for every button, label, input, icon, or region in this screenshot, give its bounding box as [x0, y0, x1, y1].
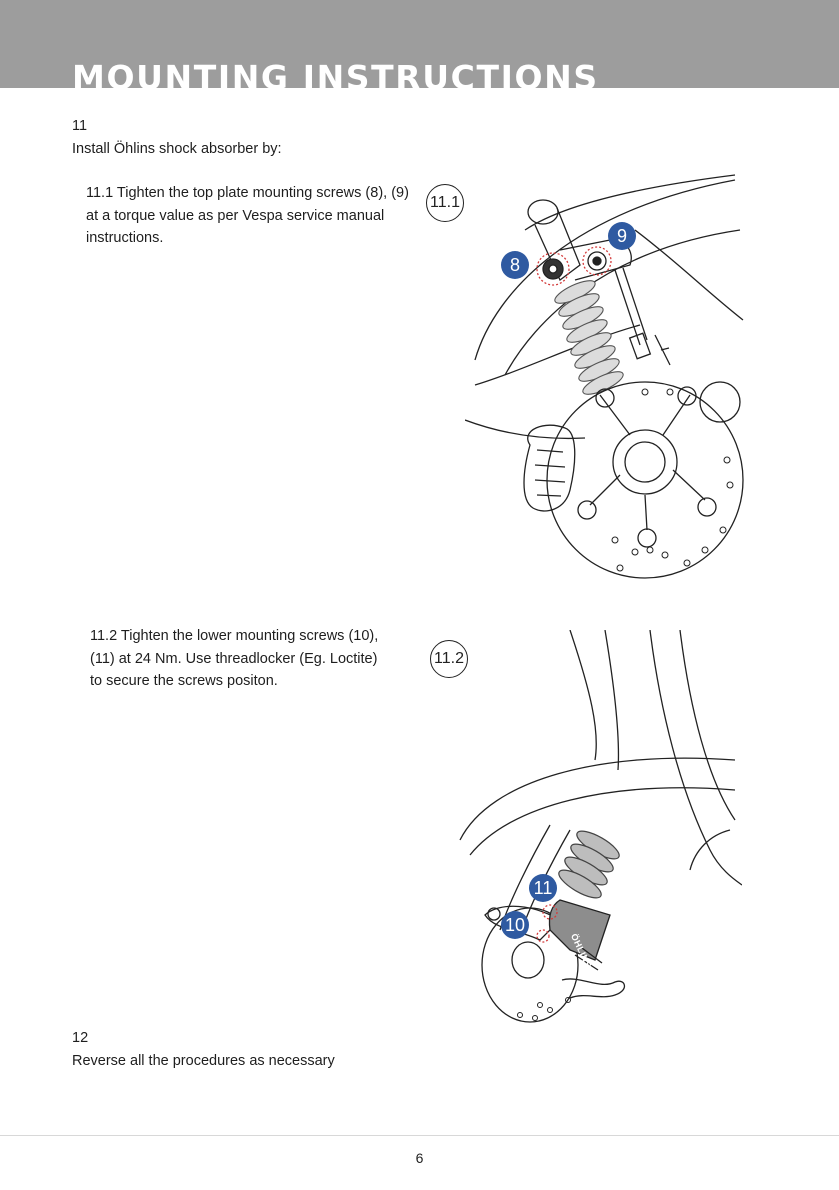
callout-11: 11 [529, 874, 557, 902]
step-number: 11 [72, 118, 88, 134]
step-11-text: 11 Install Öhlins shock absorber by: 11.… [72, 115, 412, 250]
footer-divider [0, 1135, 839, 1136]
lower-mount-illustration [459, 630, 742, 1023]
substep-text: 11.2 Tighten the lower mounting screws (… [90, 628, 379, 689]
step-badge-11-2: 11.2 [430, 640, 468, 678]
page-number: 6 [415, 1150, 424, 1166]
step-instruction: Reverse all the procedures as necessary [72, 1052, 335, 1069]
header-band: MOUNTING INSTRUCTIONS [0, 0, 839, 88]
step-12-text: 12 Reverse all the procedures as necessa… [72, 1027, 432, 1072]
upper-mount-illustration [465, 174, 744, 579]
substep-11-2-text: 11.2 Tighten the lower mounting screws (… [72, 625, 392, 693]
step-badge-11-1: 11.1 [426, 184, 464, 222]
callout-9: 9 [608, 222, 636, 250]
step-number: 12 [72, 1030, 89, 1046]
callout-8: 8 [501, 251, 529, 279]
callout-10: 10 [501, 911, 529, 939]
step-intro: Install Öhlins shock absorber by: [72, 140, 282, 157]
page-title: MOUNTING INSTRUCTIONS [72, 58, 599, 88]
substep-text: 11.1 Tighten the top plate mounting scre… [86, 185, 409, 246]
spacer [72, 160, 412, 182]
